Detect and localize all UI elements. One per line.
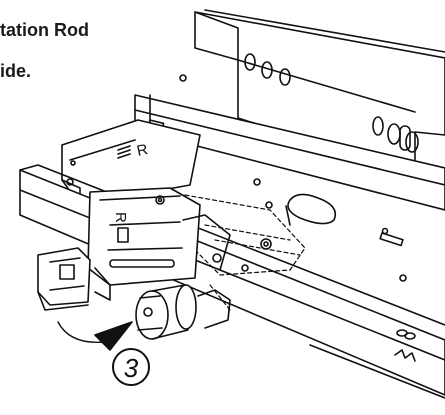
caption-line-2: ide. [0,61,32,81]
rotating-latch [285,193,337,226]
side-marker-right: R [135,141,149,160]
side-marker-left: R [112,212,129,223]
connector-block [37,247,91,311]
step-number: 3 [124,353,139,383]
rotation-arrow [57,321,133,351]
step-callout: 3 [112,348,150,386]
upper-rail-panel [194,9,445,176]
instruction-caption: tation Rod ide. [0,0,445,100]
inner-bracket-top [61,119,201,206]
caption-line-1: tation Rod [0,20,89,40]
release-knob [135,284,231,340]
